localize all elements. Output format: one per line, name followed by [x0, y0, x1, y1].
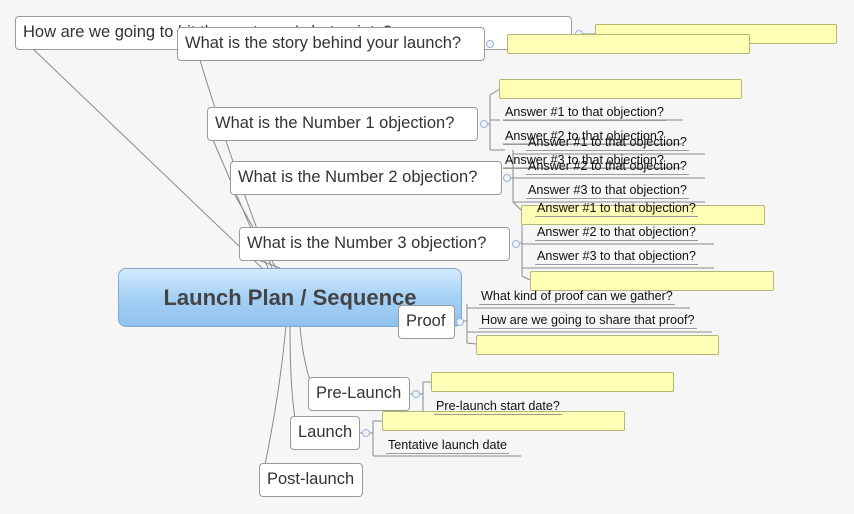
topic-launch-label: Launch [298, 423, 353, 441]
topic-objection-2[interactable]: What is the Number 2 objection? [230, 161, 502, 195]
topic-objection-1-label: What is the Number 1 objection? [215, 114, 455, 132]
collapse-toggle-objection-2[interactable] [503, 174, 511, 182]
note-story[interactable] [507, 34, 750, 54]
proof-gather[interactable]: What kind of proof can we gather? [479, 289, 675, 305]
objection-3-answer-2[interactable]: Answer #2 to that objection? [535, 225, 698, 241]
collapse-toggle-objection-3[interactable] [512, 240, 520, 248]
collapse-toggle-objection-1[interactable] [480, 120, 488, 128]
topic-objection-2-label: What is the Number 2 objection? [238, 168, 478, 186]
objection-1-answer-1[interactable]: Answer #1 to that objection? [503, 105, 666, 121]
topic-proof-label: Proof [406, 312, 446, 330]
launch-tentative-date[interactable]: Tentative launch date [386, 438, 510, 454]
note-launch[interactable] [382, 411, 625, 431]
topic-launch[interactable]: Launch [290, 416, 360, 450]
note-proof[interactable] [476, 335, 719, 355]
pre-launch-start-date[interactable]: Pre-launch start date? [434, 399, 562, 415]
topic-post-launch-label: Post-launch [267, 470, 355, 488]
collapse-toggle-launch[interactable] [362, 429, 370, 437]
proof-share[interactable]: How are we going to share that proof? [479, 313, 697, 329]
objection-3-answer-1[interactable]: Answer #1 to that objection? [535, 201, 698, 217]
collapse-toggle-pre-launch[interactable] [412, 390, 420, 398]
central-topic-label: Launch Plan / Sequence [163, 284, 417, 310]
note-objection-3[interactable] [530, 271, 774, 291]
topic-story-label: What is the story behind your launch? [185, 34, 462, 52]
collapse-toggle-story[interactable] [486, 40, 494, 48]
note-pre-launch[interactable] [431, 372, 674, 392]
objection-3-answer-3[interactable]: Answer #3 to that objection? [535, 249, 698, 265]
topic-objection-1[interactable]: What is the Number 1 objection? [207, 107, 478, 141]
objection-2-answer-2[interactable]: Answer #2 to that objection? [526, 159, 689, 175]
note-objection-2[interactable] [521, 205, 765, 225]
topic-objection-3-label: What is the Number 3 objection? [247, 234, 487, 252]
objection-2-answer-3[interactable]: Answer #3 to that objection? [526, 183, 689, 199]
objection-1-answer-2[interactable]: Answer #2 to that objection? [503, 129, 666, 145]
topic-story[interactable]: What is the story behind your launch? [177, 27, 485, 61]
topic-proof[interactable]: Proof [398, 305, 455, 339]
topic-post-launch[interactable]: Post-launch [259, 463, 363, 497]
collapse-toggle-proof[interactable] [456, 318, 464, 326]
note-objection-1[interactable] [499, 79, 742, 99]
objection-1-answer-3[interactable]: Answer #3 to that objection? [503, 153, 666, 169]
topic-pre-launch-label: Pre-Launch [316, 384, 402, 402]
topic-pre-launch[interactable]: Pre-Launch [308, 377, 410, 411]
topic-objection-3[interactable]: What is the Number 3 objection? [239, 227, 510, 261]
objection-2-answer-1[interactable]: Answer #1 to that objection? [526, 135, 689, 151]
